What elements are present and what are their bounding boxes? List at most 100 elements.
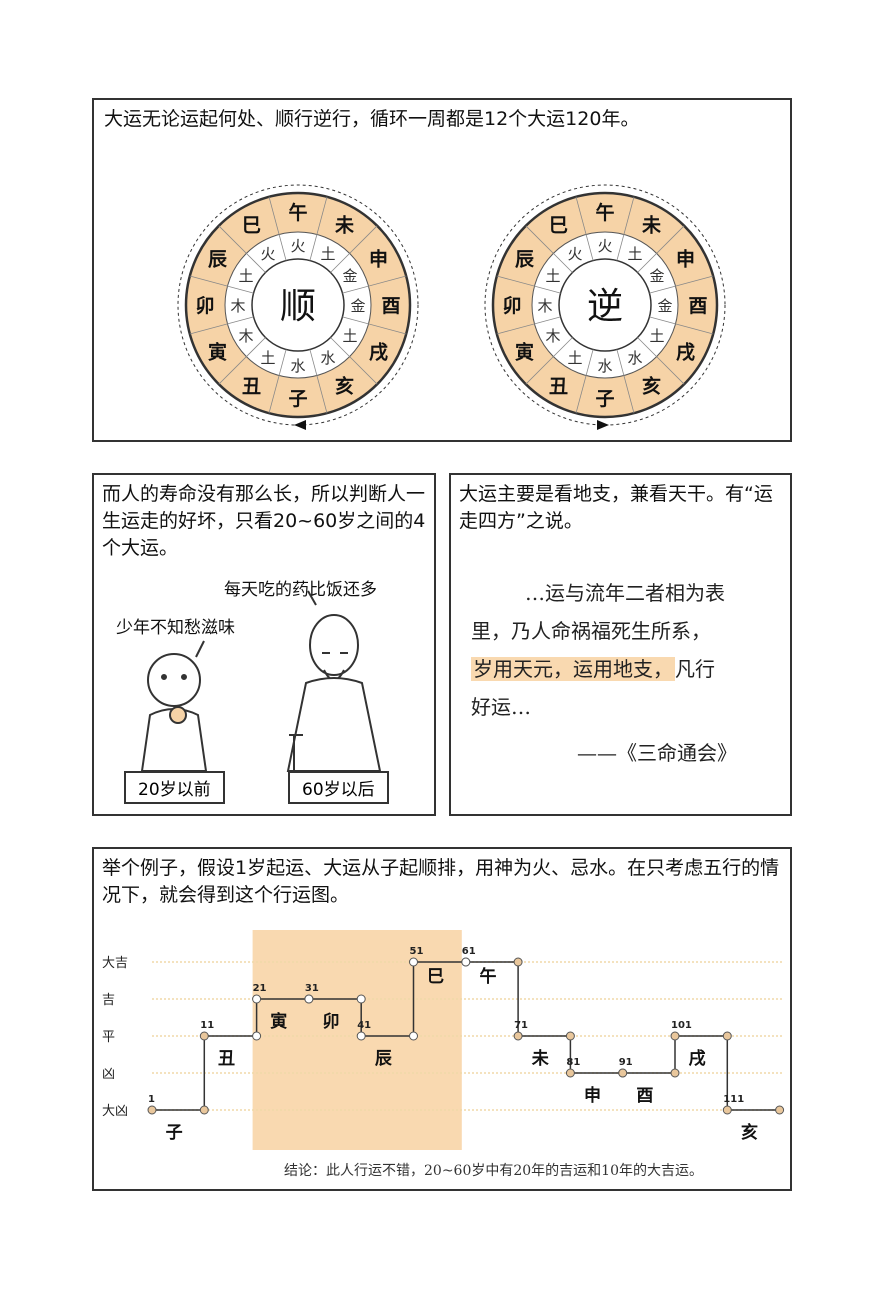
- branch-label: 酉: [381, 295, 400, 317]
- age-label: 1: [148, 1094, 155, 1105]
- branch-label: 子: [595, 388, 614, 410]
- data-point: [409, 957, 418, 967]
- divider: [330, 337, 378, 385]
- branch-label: 子: [166, 1123, 183, 1143]
- branch-label: 午: [288, 201, 307, 224]
- element-label: 金: [350, 297, 365, 315]
- age-label: 81: [566, 1057, 580, 1068]
- divider: [268, 196, 287, 261]
- highlight-band: [252, 930, 462, 1150]
- branch-label: 辰: [375, 1049, 393, 1069]
- divider: [525, 225, 573, 273]
- divider: [637, 337, 685, 385]
- level-label: 吉: [102, 993, 115, 1008]
- age-label: 71: [514, 1020, 528, 1031]
- center-circle: [558, 258, 652, 352]
- element-label: 木: [230, 297, 245, 315]
- element-label: 土: [649, 327, 664, 345]
- element-label: 水: [597, 357, 612, 375]
- element-label: 火: [567, 245, 582, 263]
- branch-label: 巳: [242, 214, 261, 236]
- data-point: [252, 1031, 262, 1041]
- panel-quote: 大运主要是看地支，兼看天干。有“运走四方”之说。 …运与流年二者相为表 里，乃人…: [449, 473, 792, 816]
- data-point: [775, 1105, 785, 1115]
- divider: [575, 196, 594, 261]
- young-label: 20岁以前: [124, 771, 225, 804]
- panel-wheels: 大运无论运起何处、顺行逆行，循环一周都是12个大运120年。 午火未土申金酉金戌…: [92, 98, 792, 442]
- quote-highlight: 岁用天元，运用地支，: [471, 657, 675, 681]
- divider: [218, 225, 266, 273]
- divider: [330, 225, 378, 273]
- element-label: 火: [290, 237, 305, 255]
- branch-label: 未: [334, 213, 354, 236]
- branch-label: 子: [288, 388, 307, 410]
- quote-line-1: …运与流年二者相为表: [525, 581, 725, 605]
- divider: [496, 275, 561, 294]
- quote-source: ——《三命通会》: [577, 741, 737, 765]
- divider: [189, 275, 254, 294]
- panel-lifespan: 而人的寿命没有那么长，所以判断人一生运走的好坏，只看20~60岁之间的4个大运。…: [92, 473, 436, 816]
- data-point: [670, 1031, 680, 1041]
- illustration-young-and-old: [140, 590, 382, 772]
- branch-label: 卯: [323, 1012, 340, 1032]
- divider: [575, 349, 594, 414]
- branch-label: 酉: [636, 1086, 653, 1106]
- element-label: 木: [239, 327, 254, 345]
- divider: [218, 337, 266, 385]
- young-person-illustration: [140, 640, 208, 772]
- divider: [342, 275, 407, 294]
- branch-label: 申: [584, 1085, 601, 1106]
- quote-line-2: 里，乃人命祸福死生所系，: [471, 619, 711, 643]
- quote-after-highlight: 凡行: [675, 657, 715, 681]
- branch-label: 申: [369, 248, 388, 271]
- element-label: 水: [627, 349, 642, 367]
- data-point: [199, 1031, 209, 1041]
- branch-label: 寅: [515, 341, 534, 364]
- age-label: 31: [305, 983, 319, 994]
- branch-label: 丑: [218, 1049, 235, 1069]
- level-label: 大凶: [102, 1104, 128, 1119]
- branch-label: 酉: [688, 295, 707, 317]
- direction-arrow-icon: [597, 420, 609, 430]
- branch-label: 巳: [427, 967, 444, 987]
- element-label: 水: [290, 357, 305, 375]
- divider: [342, 316, 407, 335]
- branch-label: 戌: [676, 342, 695, 364]
- element-label: 土: [567, 349, 582, 367]
- wheels-diagram: 午火未土申金酉金戌土亥水子水丑土寅木卯木辰土巳火顺午火未土申金酉金戌土亥水子水丑…: [177, 184, 726, 430]
- data-point: [513, 957, 523, 967]
- age-label: 111: [723, 1094, 744, 1105]
- age-label: 51: [410, 946, 424, 957]
- old-speech: 每天吃的药比饭还多: [224, 580, 377, 600]
- divider: [268, 349, 287, 414]
- branch-label: 亥: [642, 375, 661, 398]
- divider: [525, 337, 573, 385]
- wheel-clockwise: 午火未土申金酉金戌土亥水子水丑土寅木卯木辰土巳火顺: [177, 184, 419, 430]
- element-label: 水: [320, 349, 335, 367]
- element-label: 土: [260, 349, 275, 367]
- element-label: 火: [260, 245, 275, 263]
- age-label: 41: [357, 1020, 371, 1031]
- age-label: 61: [462, 946, 476, 957]
- branch-label: 午: [479, 966, 496, 987]
- center-label: 逆: [587, 286, 623, 327]
- data-point: [199, 1105, 209, 1115]
- branch-label: 未: [641, 213, 661, 236]
- element-label: 木: [546, 327, 561, 345]
- element-label: 金: [657, 297, 672, 315]
- element-label: 木: [537, 297, 552, 315]
- divider: [309, 196, 328, 261]
- level-label: 凶: [102, 1067, 115, 1082]
- age-label: 91: [619, 1057, 633, 1068]
- element-label: 土: [546, 267, 561, 285]
- data-point: [722, 1031, 732, 1041]
- panel4-caption: 举个例子，假设1岁起运、大运从子起顺排，用神为火、忌水。在只考虑五行的情况下，就…: [102, 857, 780, 906]
- element-label: 金: [342, 267, 357, 285]
- wheel-counterclockwise: 午火未土申金酉金戌土亥水子水丑土寅木卯木辰土巳火逆: [484, 184, 726, 430]
- data-point: [565, 1031, 575, 1041]
- branch-label: 卯: [502, 295, 521, 317]
- branch-label: 寅: [208, 341, 227, 364]
- element-label: 火: [597, 237, 612, 255]
- data-point: [513, 1031, 523, 1041]
